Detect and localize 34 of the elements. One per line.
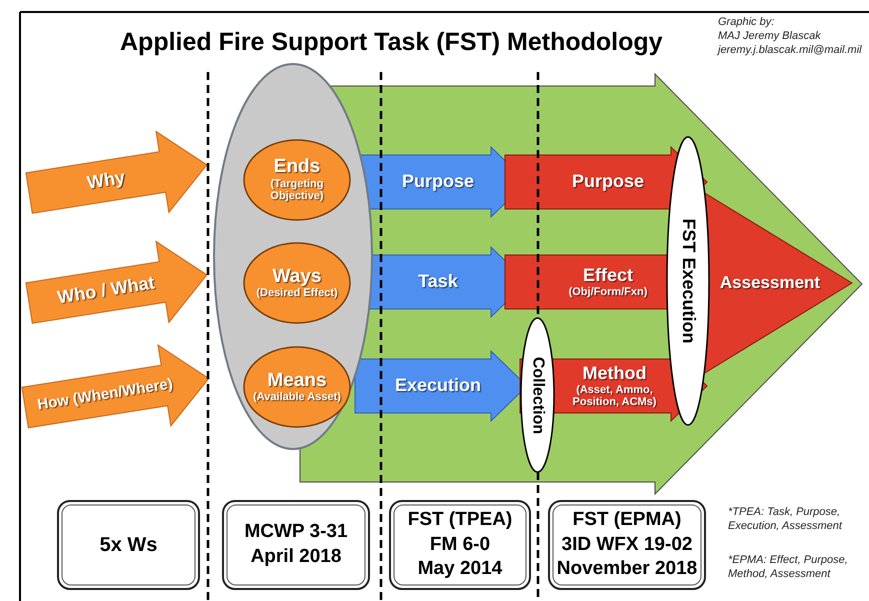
box-label: April 2018 <box>250 545 342 569</box>
arrow-label: Assessment <box>720 274 820 292</box>
box-label: May 2014 <box>418 557 502 582</box>
arrow-label: Who / What <box>56 273 156 308</box>
box-label: FST (TPEA) <box>408 508 512 532</box>
ellipse-label: FST Execution <box>678 218 698 344</box>
arrow-label: Purpose <box>572 172 644 192</box>
subtitle-text: (Desired Effect) <box>256 287 338 300</box>
footnote: *EPMA: Effect, Purpose, Method, Assessment <box>728 554 849 582</box>
box-label: MCWP 3-31 <box>244 520 348 544</box>
subtitle-text: (Targeting Objective) <box>269 178 325 203</box>
arrow-label: Why <box>86 168 126 194</box>
arrow-label: Effect <box>582 266 633 286</box>
box-label: FM 6-0 <box>430 532 490 557</box>
arrow-label: Task <box>418 272 458 292</box>
ellipse-label: Ways <box>272 266 322 288</box>
ellipse-label: Collection <box>528 356 546 434</box>
subtitle-text: (Available Asset) <box>253 391 341 404</box>
ellipse-label: Means <box>267 370 327 392</box>
subtitle-text: (Asset, Ammo, Position, ACMs) <box>572 384 658 408</box>
arrow-label: Purpose <box>402 172 474 192</box>
credit-text: Graphic by: <box>718 16 774 30</box>
email-address: jeremy.j.blascak.mil@mail.mil <box>718 44 862 58</box>
subtitle-text: (Obj/Form/Fxn) <box>568 286 648 298</box>
ellipse-label: Ends <box>274 157 320 178</box>
arrow-label: Method <box>582 364 646 384</box>
footnote: *TPEA: Task, Purpose, Execution, Assessment <box>728 506 844 534</box>
author-name: MAJ Jeremy Blascak <box>718 30 821 44</box>
box-label: FST (EPMA) <box>572 508 682 532</box>
diagram-title: Applied Fire Support Task (FST) Methodology <box>120 28 663 57</box>
arrow-label: Execution <box>394 376 482 396</box>
box-label: 3ID WFX 19-02 <box>562 532 692 557</box>
box-label: November 2018 <box>556 557 698 582</box>
box-label: 5x Ws <box>100 533 158 558</box>
